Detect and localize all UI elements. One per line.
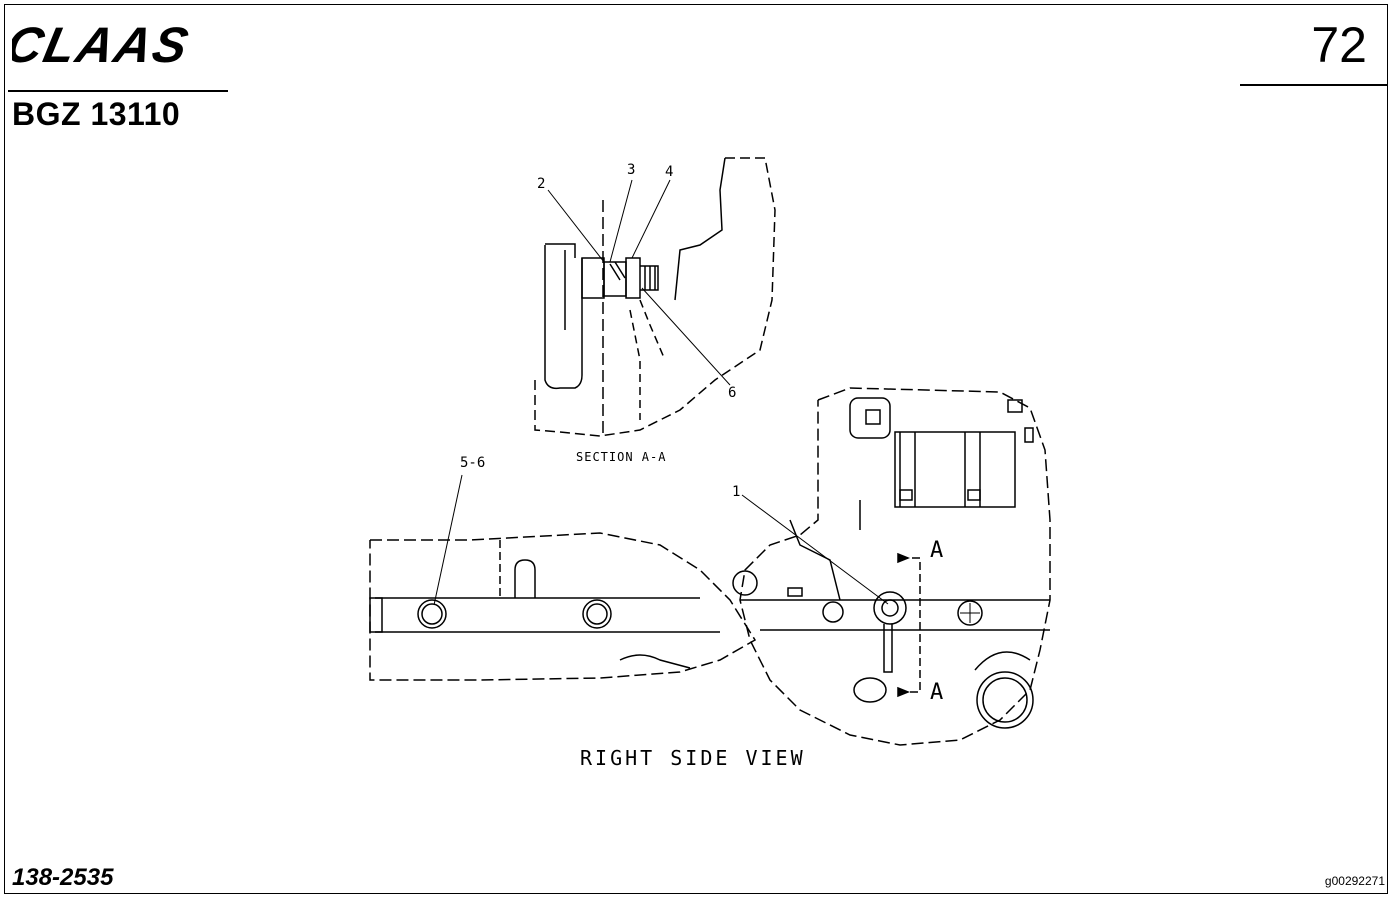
view-leaders xyxy=(433,474,889,606)
callout-5-6: 5-6 xyxy=(460,455,486,471)
page-number: 72 xyxy=(1311,17,1367,73)
callout-6: 6 xyxy=(728,385,737,401)
brand-logo-text: CLAAS xyxy=(12,20,195,68)
callout-1: 1 xyxy=(732,484,741,500)
right-side-view-right xyxy=(732,387,1051,746)
section-markers xyxy=(897,552,921,698)
callout-4: 4 xyxy=(665,164,674,180)
header-rule-right xyxy=(1240,84,1388,86)
callout-2: 2 xyxy=(537,176,546,192)
view-title: RIGHT SIDE VIEW xyxy=(580,746,806,770)
section-leaders xyxy=(547,179,731,386)
section-marker-top: A xyxy=(930,538,944,563)
section-marker-bottom: A xyxy=(930,680,944,705)
page-frame xyxy=(4,4,1388,894)
header-rule-left xyxy=(8,90,228,92)
document-id: BGZ 13110 xyxy=(12,96,181,132)
section-detail xyxy=(534,157,776,437)
callout-3: 3 xyxy=(627,162,636,178)
claas-logo: CLAAS xyxy=(12,20,195,68)
image-code: g00292271 xyxy=(1324,874,1385,888)
section-title: SECTION A-A xyxy=(576,450,667,464)
part-number: 138-2535 xyxy=(12,864,114,891)
right-side-view-left xyxy=(369,532,757,681)
